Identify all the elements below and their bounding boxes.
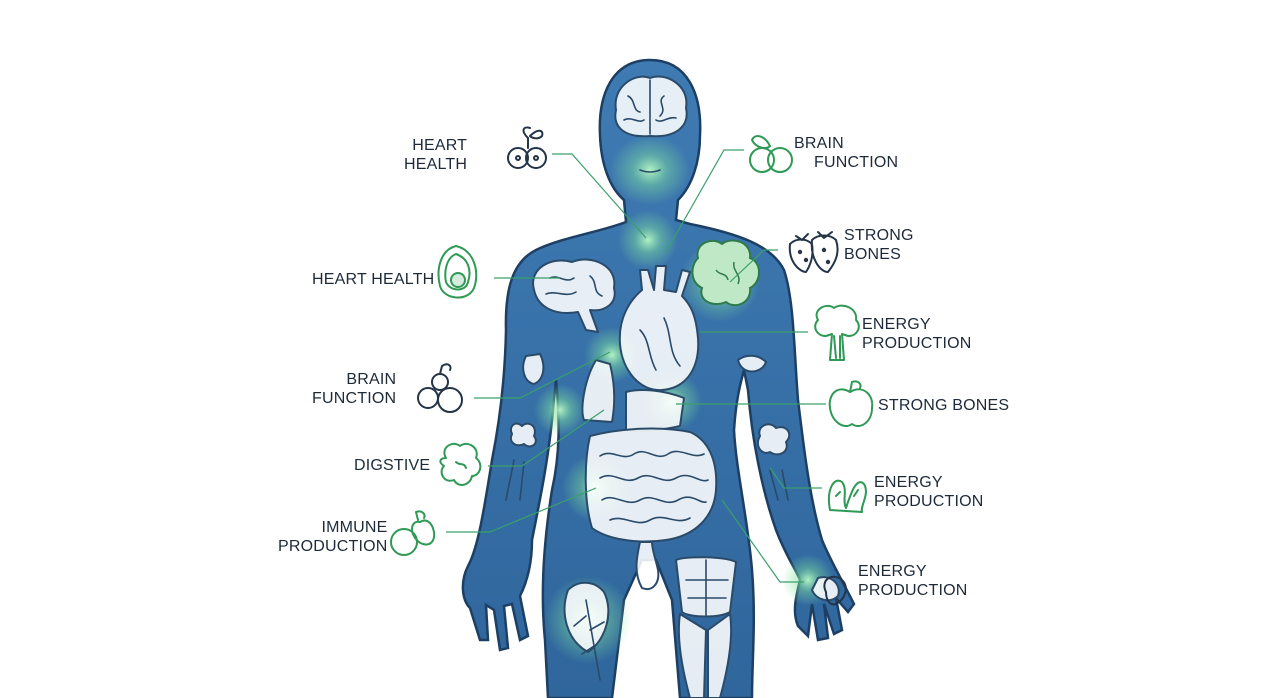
label-line: DIGSTIVE (354, 457, 431, 474)
label-energy-production-1: ENERGY PRODUCTION (862, 315, 972, 353)
label-immune-production: IMMUNE PRODUCTION (278, 518, 388, 556)
lungs-liver (581, 359, 685, 432)
label-line: FUNCTION (312, 390, 397, 407)
mouth (639, 169, 661, 173)
berries-icon (417, 363, 463, 413)
label-digestive: DIGSTIVE (354, 456, 430, 475)
broccoli-icon-right (814, 304, 860, 361)
label-line: ENERGY (862, 316, 931, 333)
brain-in-head (614, 75, 688, 138)
label-line: HEALTH (404, 156, 468, 173)
label-heart-health: HEART HEALTH (312, 270, 434, 289)
label-strong-bones: STRONG BONES (878, 396, 1009, 415)
muscles-lower (675, 556, 737, 698)
label-line: ENERGY (874, 474, 943, 491)
broccoli-icon (439, 442, 482, 486)
strawberry-icon (788, 231, 839, 273)
label-line: STRONG BONES (878, 397, 1010, 414)
apple-icon (828, 380, 874, 427)
label-line: BRAIN (346, 371, 397, 388)
label-energy-production-2: ENERGY PRODUCTION (874, 473, 984, 511)
label-line: FUNCTION (814, 154, 899, 171)
label-line: HEART HEALTH (312, 271, 435, 288)
label-energy-production-3: ENERGY PRODUCTION (858, 562, 968, 600)
label-strong-bones-top: STRONG BONES (844, 226, 914, 264)
label-line: HEART (412, 137, 468, 154)
heart-organ (618, 265, 700, 392)
ginger-icon (828, 479, 867, 513)
label-line: PRODUCTION (874, 493, 984, 510)
leader-lines (446, 149, 826, 583)
intestines (584, 427, 718, 590)
nut-icon (823, 575, 847, 606)
leaf-in-leg (563, 581, 610, 681)
arm-small-icons (505, 353, 840, 602)
blueberries-icon (507, 126, 547, 169)
fruit-icon-left (390, 510, 436, 556)
label-line: ENERGY (858, 563, 927, 580)
label-brain-function-left: BRAIN FUNCTION (312, 370, 396, 408)
label-line: STRONG (844, 227, 914, 244)
label-line: PRODUCTION (862, 335, 972, 352)
label-heart-health-top: HEART HEALTH (404, 136, 467, 174)
label-line: PRODUCTION (278, 538, 388, 555)
broccoli-on-shoulder (691, 239, 760, 307)
label-line: IMMUNE (321, 519, 388, 536)
label-line: PRODUCTION (858, 582, 968, 599)
label-line: BONES (844, 246, 902, 263)
avocado-icon (437, 245, 478, 299)
fruit-icon-right (749, 135, 793, 173)
label-line: BRAIN (794, 135, 844, 152)
label-brain-function-right: BRAIN FUNCTION (794, 134, 898, 172)
